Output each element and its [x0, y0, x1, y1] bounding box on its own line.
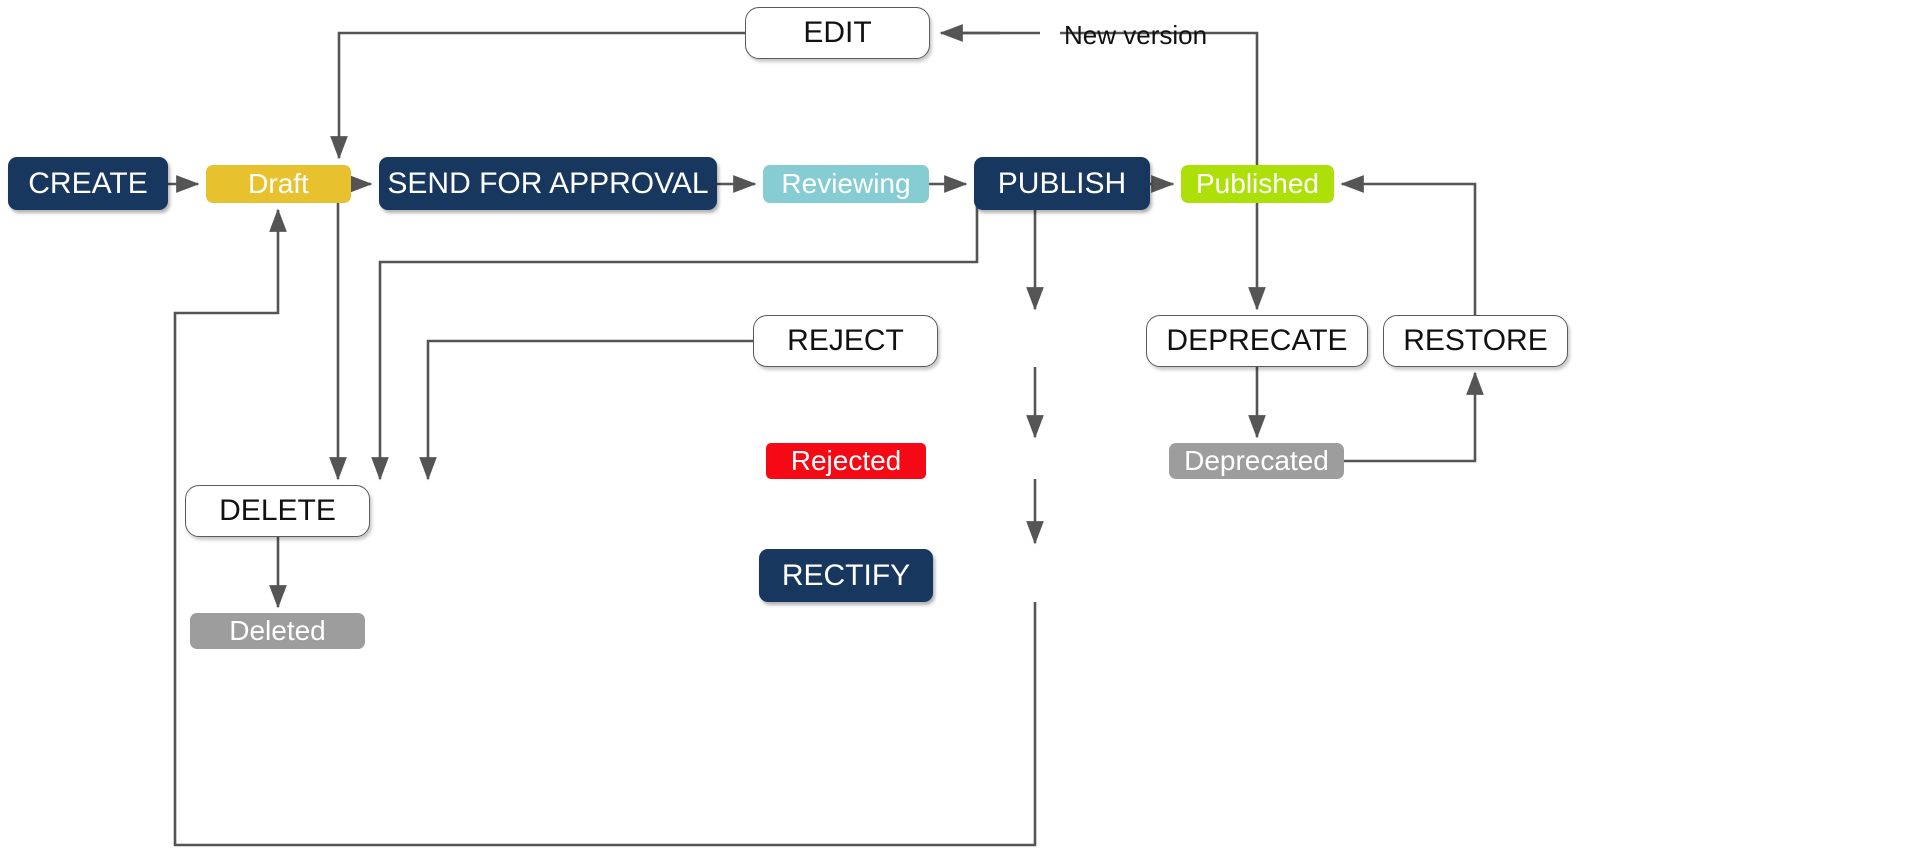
node-edit-label: EDIT	[803, 16, 872, 50]
node-deprecated-label: Deprecated	[1184, 445, 1329, 477]
edge-published-to-edit-new-version	[946, 31, 1259, 165]
node-send-for-approval-label: SEND FOR APPROVAL	[387, 166, 709, 200]
node-reviewing-label: Reviewing	[781, 168, 911, 200]
node-delete[interactable]: DELETE	[185, 485, 370, 537]
node-publish[interactable]: PUBLISH	[974, 157, 1150, 210]
node-deprecate-label: DEPRECATE	[1166, 324, 1348, 358]
node-published[interactable]: Published	[1181, 165, 1334, 203]
node-delete-label: DELETE	[219, 494, 336, 528]
node-deleted-label: Deleted	[229, 615, 326, 647]
node-restore-label: RESTORE	[1403, 324, 1548, 358]
node-restore[interactable]: RESTORE	[1383, 315, 1568, 367]
node-edit[interactable]: EDIT	[745, 7, 930, 59]
edge-reject-to-delete	[419, 339, 753, 481]
node-reject-label: REJECT	[787, 324, 904, 358]
node-create[interactable]: CREATE	[8, 157, 168, 210]
node-reviewing[interactable]: Reviewing	[763, 165, 929, 203]
edge-restore-to-published	[1340, 175, 1477, 315]
node-rectify[interactable]: RECTIFY	[759, 549, 933, 602]
node-create-label: CREATE	[28, 166, 148, 200]
node-deleted[interactable]: Deleted	[190, 613, 365, 649]
edge-edit-to-draft	[330, 31, 745, 160]
node-rejected[interactable]: Rejected	[766, 443, 926, 479]
node-draft-label: Draft	[248, 168, 309, 200]
edge-deprecated-to-restore	[1344, 371, 1484, 463]
node-send-for-approval[interactable]: SEND FOR APPROVAL	[379, 157, 717, 210]
node-reject[interactable]: REJECT	[753, 315, 938, 367]
node-publish-label: PUBLISH	[997, 166, 1127, 200]
node-deprecate[interactable]: DEPRECATE	[1146, 315, 1368, 367]
node-draft[interactable]: Draft	[206, 165, 351, 203]
node-published-label: Published	[1196, 168, 1319, 200]
edge-label-new-version: New version	[1064, 20, 1208, 50]
node-rejected-label: Rejected	[790, 445, 902, 477]
node-rectify-label: RECTIFY	[781, 558, 911, 592]
node-deprecated[interactable]: Deprecated	[1169, 443, 1344, 479]
